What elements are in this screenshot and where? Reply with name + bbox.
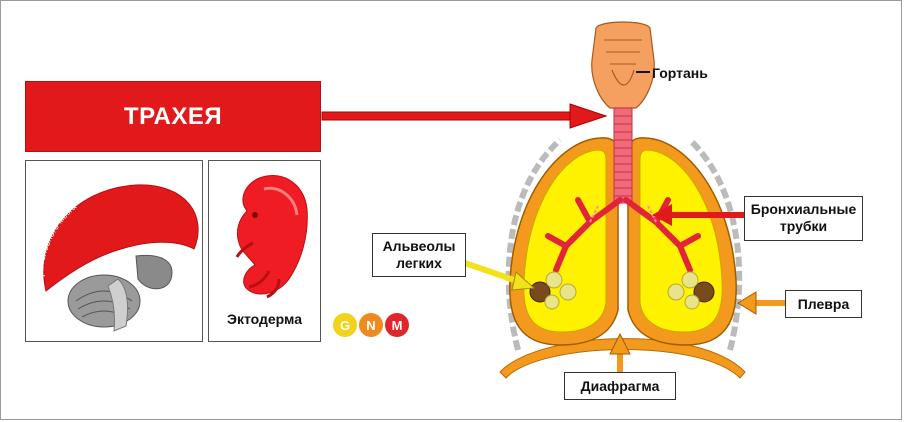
trachea (614, 108, 632, 203)
larynx-label: Гортань (652, 65, 708, 81)
alveoli-label-line1: Альвеолы (373, 238, 465, 255)
logo-letter-m: M (392, 318, 403, 333)
diaphragm-label: Диафрагма (564, 372, 676, 400)
larynx (592, 22, 655, 108)
alveoli-label-line2: легких (373, 255, 465, 272)
gnm-logo: G N M (333, 313, 409, 337)
bronchial-label-line2: трубки (745, 218, 862, 235)
pleura-label: Плевра (785, 290, 862, 318)
title-arrow (322, 104, 606, 128)
pleura-arrow (738, 292, 786, 314)
bronchial-tubes-label: Бронхиальные трубки (744, 196, 863, 241)
bronchial-label-line1: Бронхиальные (745, 201, 862, 218)
logo-letter-n: N (366, 318, 375, 333)
right-lung (640, 150, 722, 332)
left-lung (524, 150, 606, 332)
logo-letter-g: G (340, 318, 350, 333)
alveoli-label: Альвеолы легких (372, 233, 466, 277)
